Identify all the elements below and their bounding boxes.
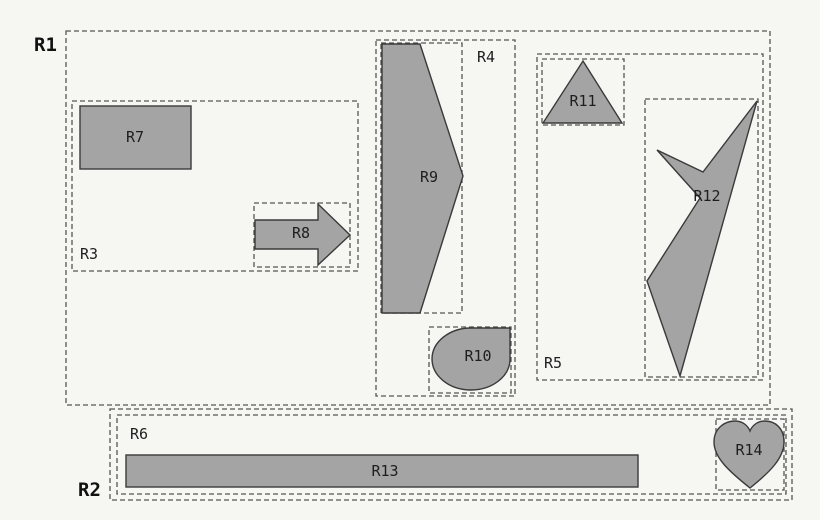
region-r10-boundary xyxy=(428,326,512,394)
shape-r9-pentagon xyxy=(381,43,464,314)
region-r3-label: R3 xyxy=(80,245,98,263)
shape-r8-label: R8 xyxy=(292,224,310,242)
shape-r12-irregular xyxy=(646,100,758,379)
shape-r8-arrow xyxy=(254,202,352,267)
region-r2-boundary xyxy=(109,408,793,501)
region-r6-boundary xyxy=(116,414,787,495)
shape-r14-label: R14 xyxy=(735,441,762,459)
shape-r11-triangle xyxy=(541,59,624,124)
shape-r10-teardrop xyxy=(431,327,511,391)
shape-r10-label: R10 xyxy=(464,347,491,365)
shape-r7-rectangle xyxy=(79,105,192,170)
shape-r11-label: R11 xyxy=(569,92,596,110)
region-r3-boundary xyxy=(71,100,359,272)
region-r6-label: R6 xyxy=(130,425,148,443)
shape-r13-label: R13 xyxy=(371,462,398,480)
region-r5-label: R5 xyxy=(544,354,562,372)
region-r11-boundary xyxy=(541,58,625,126)
region-r4-label: R4 xyxy=(477,48,495,66)
region-r14-boundary xyxy=(715,418,785,491)
region-r4-boundary xyxy=(375,39,516,397)
shape-r9-label: R9 xyxy=(420,168,438,186)
shape-r13-bar xyxy=(125,454,639,488)
region-r2-label: R2 xyxy=(78,479,101,501)
shape-r14-heart xyxy=(713,420,785,489)
region-r1-boundary xyxy=(65,30,771,406)
shape-r7-label: R7 xyxy=(126,128,144,146)
region-r5-boundary xyxy=(536,53,764,381)
shape-r12-label: R12 xyxy=(693,187,720,205)
region-r1-label: R1 xyxy=(34,34,57,56)
region-r12-boundary xyxy=(644,98,759,378)
